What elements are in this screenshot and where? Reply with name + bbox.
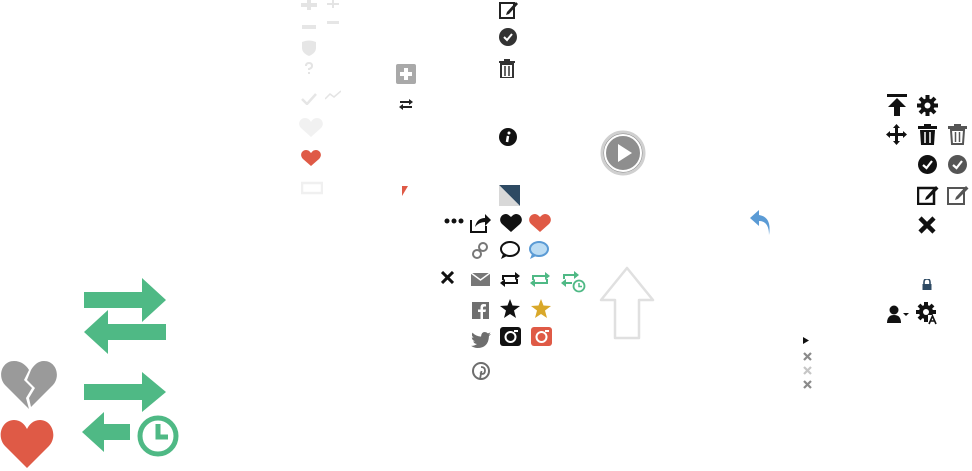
broken-heart-icon xyxy=(0,358,58,410)
share-icon[interactable] xyxy=(469,214,491,233)
trash-icon-outline[interactable] xyxy=(948,124,967,145)
plus-icon xyxy=(327,0,339,8)
check-icon xyxy=(301,93,317,105)
play-button-icon[interactable] xyxy=(600,130,646,176)
retweet-scheduled-icon[interactable] xyxy=(80,368,182,458)
up-arrow-icon[interactable] xyxy=(598,266,656,340)
retweet-icon xyxy=(301,180,323,196)
heart-icon[interactable] xyxy=(500,214,522,233)
heart-icon-active[interactable] xyxy=(529,214,551,233)
edit-icon-gray[interactable] xyxy=(947,184,969,205)
facebook-icon[interactable] xyxy=(472,302,489,319)
corner-triangle-icon xyxy=(402,186,408,196)
settings-icon[interactable] xyxy=(917,95,938,116)
check-icon-gray[interactable] xyxy=(948,155,967,174)
reply-arrow-icon[interactable] xyxy=(750,210,772,235)
email-icon[interactable] xyxy=(471,273,490,286)
close-small-icon[interactable] xyxy=(803,352,812,361)
close-small-icon[interactable] xyxy=(803,380,812,389)
retweet-icon[interactable] xyxy=(499,270,521,289)
reply-bubble-icon-active[interactable] xyxy=(529,241,549,260)
move-icon[interactable] xyxy=(886,124,907,145)
check-icon[interactable] xyxy=(499,28,517,46)
trash-icon[interactable] xyxy=(499,59,515,78)
settings-auto-icon[interactable] xyxy=(916,302,938,325)
retweet-icon[interactable] xyxy=(398,97,414,110)
check-icon[interactable] xyxy=(918,155,937,174)
twitter-icon[interactable] xyxy=(471,332,491,348)
star-icon[interactable] xyxy=(500,299,520,318)
info-icon[interactable] xyxy=(499,128,517,146)
close-small-icon[interactable] xyxy=(803,366,812,375)
shield-icon xyxy=(302,40,316,56)
more-icon[interactable] xyxy=(444,218,464,224)
plus-icon xyxy=(301,0,317,10)
star-icon-active[interactable] xyxy=(531,299,551,318)
edit-icon[interactable] xyxy=(917,184,939,205)
minus-icon xyxy=(327,21,339,24)
link-icon[interactable] xyxy=(472,241,489,259)
user-add-icon[interactable] xyxy=(887,305,909,323)
pinterest-icon[interactable] xyxy=(472,362,490,380)
corner-icon xyxy=(499,185,520,206)
upload-top-icon[interactable] xyxy=(887,94,907,116)
heart-outline-icon xyxy=(299,118,323,138)
reply-bubble-icon[interactable] xyxy=(500,241,520,260)
heart-icon xyxy=(0,418,54,470)
close-icon[interactable] xyxy=(918,216,936,234)
camera-icon-active[interactable] xyxy=(531,327,552,346)
retweet-icon-active[interactable] xyxy=(529,270,551,289)
close-icon[interactable] xyxy=(441,271,454,284)
minus-icon xyxy=(302,25,316,29)
trash-icon[interactable] xyxy=(918,124,937,145)
play-small-icon[interactable] xyxy=(803,337,809,344)
plus-square-icon[interactable] xyxy=(396,64,416,84)
camera-icon[interactable] xyxy=(500,327,521,346)
retweet-icon[interactable] xyxy=(80,270,170,358)
edit-icon[interactable] xyxy=(499,0,519,19)
heart-icon xyxy=(301,150,321,167)
lock-icon xyxy=(922,279,932,290)
question-icon xyxy=(304,62,314,74)
chart-icon xyxy=(325,90,341,100)
retweet-scheduled-icon[interactable] xyxy=(560,269,586,293)
